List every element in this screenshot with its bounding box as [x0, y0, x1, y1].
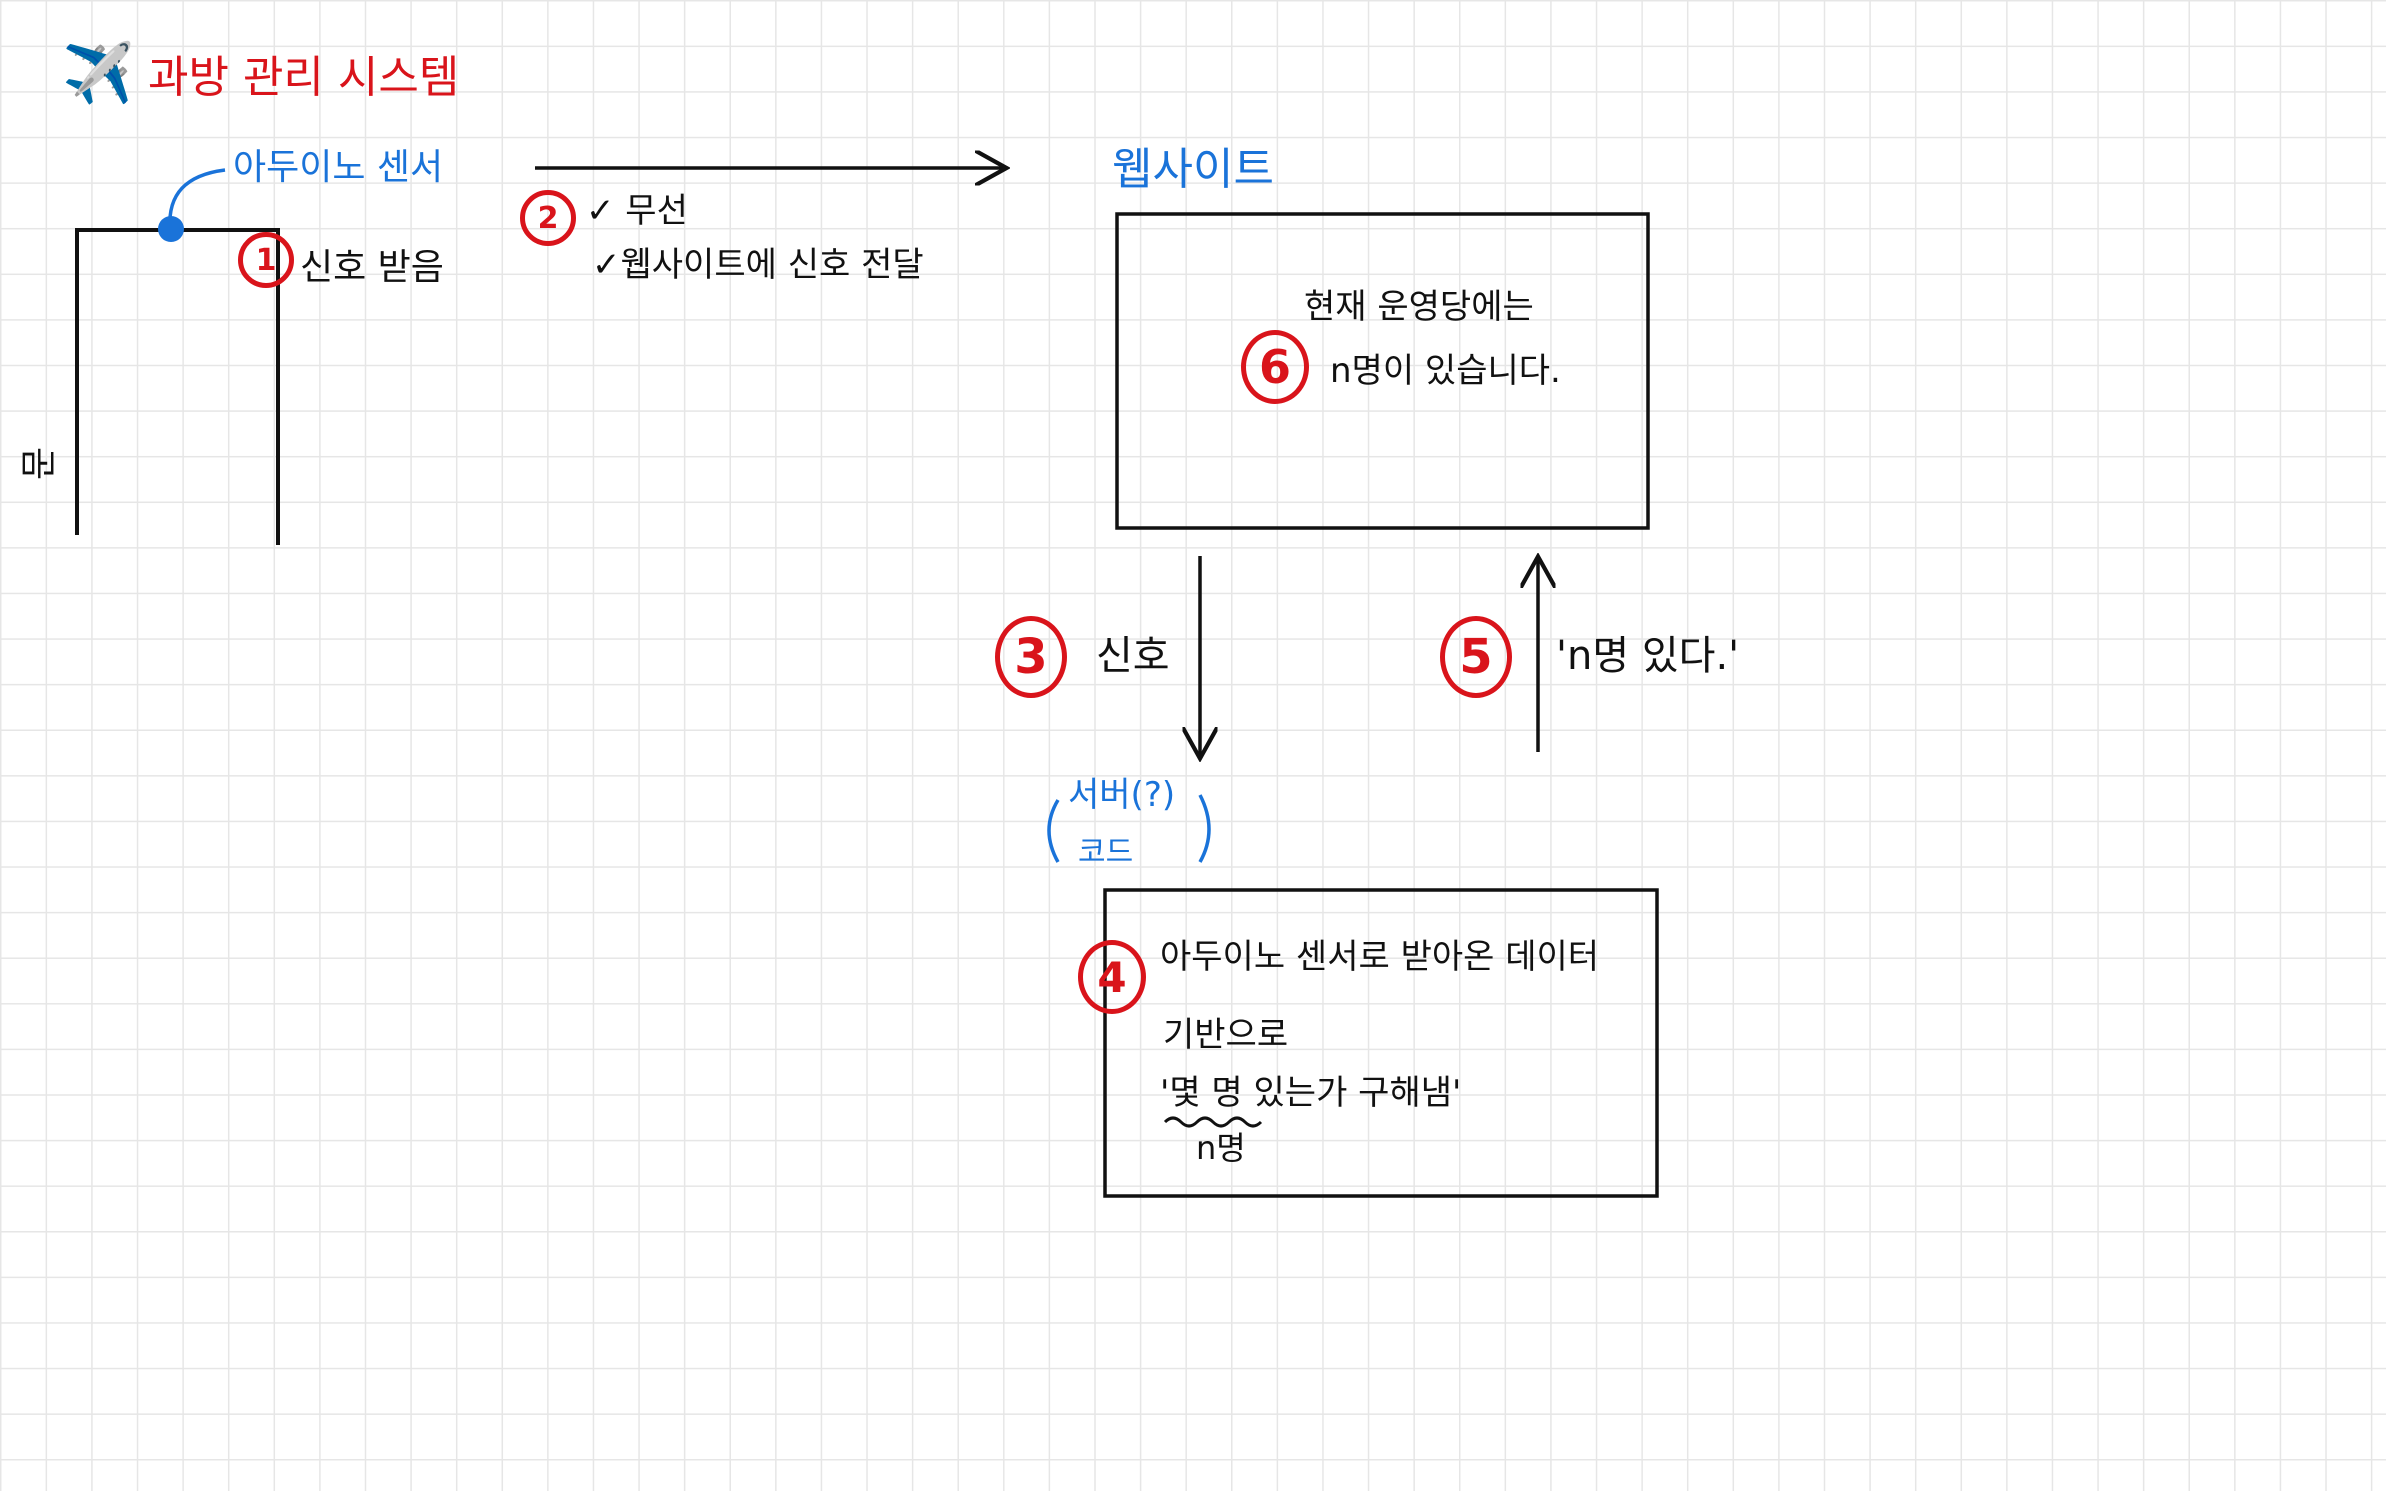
airplane-icon: ✈️	[62, 39, 135, 107]
wavy-underline	[1163, 1116, 1263, 1128]
step-5-badge: 5	[1440, 616, 1512, 698]
website-label: 웹사이트	[1112, 144, 1274, 195]
step-4-annotation: n명	[1196, 1129, 1246, 1167]
step-2-badge: 2	[520, 190, 576, 246]
server-label-line1: 서버(?)	[1068, 775, 1176, 815]
website-box	[1115, 212, 1650, 530]
server-close-paren	[1198, 794, 1211, 863]
sensor-label: 아두이노 센서	[233, 147, 444, 188]
server-open-paren	[1047, 799, 1060, 863]
step-2-line1: ✓ 무선	[586, 191, 688, 231]
step-5-text: 'n명 있다.'	[1556, 633, 1740, 679]
step-4-line3: '몇 명 있는가 구해냄'	[1160, 1073, 1462, 1113]
step-2-line2: ✓웹사이트에 신호 전달	[592, 245, 924, 285]
sensor-dot	[158, 216, 184, 242]
step-6-line2: n명이 있습니다.	[1330, 351, 1561, 391]
server-label-line2: 코드	[1078, 835, 1134, 870]
step-4-line1: 아두이노 센서로 받아온 데이터	[1160, 937, 1600, 977]
step-6-badge: 6	[1241, 330, 1309, 404]
step-1-badge: 1	[238, 232, 294, 288]
step-4-line2: 기반으로	[1163, 1015, 1289, 1055]
door-label: 문	[19, 446, 60, 480]
server-box	[1103, 888, 1659, 1198]
step-4-badge: 4	[1078, 940, 1146, 1014]
step-1-text: 신호 받음	[300, 247, 444, 288]
step-6-line1: 현재 운영당에는	[1304, 287, 1534, 327]
page-title: 과방 관리 시스템	[148, 52, 460, 103]
step-3-badge: 3	[995, 616, 1067, 698]
step-3-text: 신호	[1096, 633, 1170, 679]
